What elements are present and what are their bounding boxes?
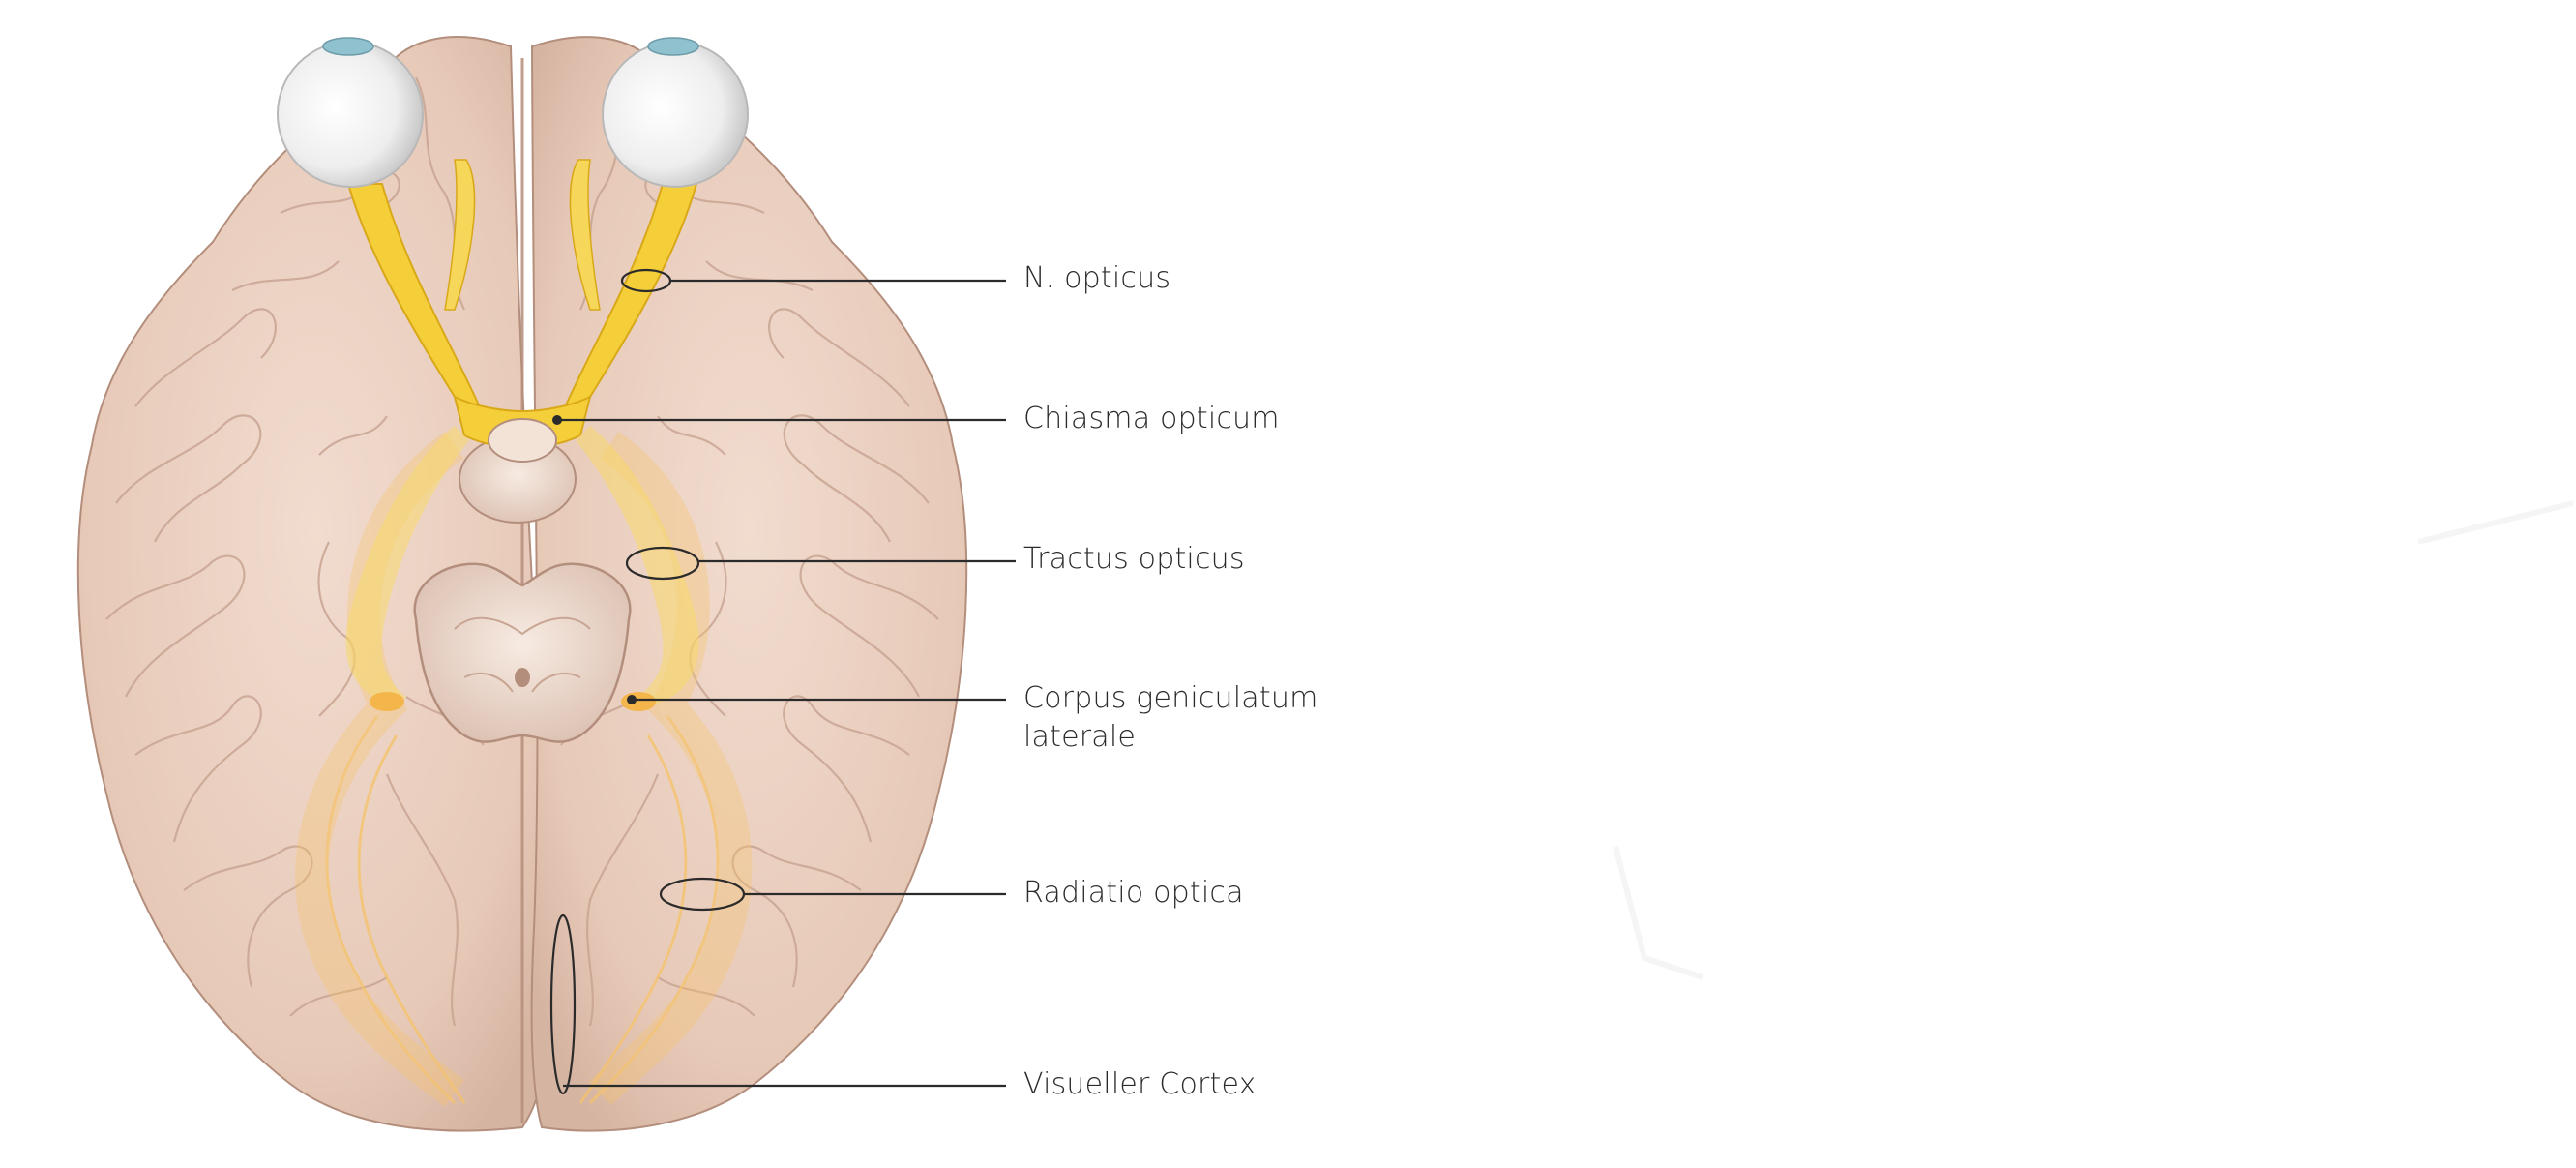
midbrain: [413, 434, 632, 743]
marker-cortex: [549, 913, 577, 1095]
leader-lines: [549, 268, 1016, 1095]
right-iris: [647, 37, 699, 56]
faint-artifacts: [1613, 500, 2574, 980]
eyeballs: [277, 37, 749, 188]
optic-pathway: [345, 159, 699, 706]
marker-tractus: [625, 546, 700, 581]
right-eyeball: [602, 41, 749, 188]
label-corpus-geniculatum-line2: laterale: [1023, 720, 1137, 754]
label-tractus-opticus: Tractus opticus: [1023, 540, 1245, 579]
label-radiatio-optica: Radiatio optica: [1023, 874, 1244, 913]
label-tractus-opticus-text: Tractus opticus: [1023, 542, 1245, 576]
right-optic-tract: [576, 426, 699, 706]
left-iris: [322, 37, 374, 56]
olfactory-left: [444, 159, 476, 311]
left-optic-tract: [345, 426, 469, 706]
label-visueller-cortex-text: Visueller Cortex: [1023, 1067, 1257, 1101]
label-chiasma-opticum-text: Chiasma opticum: [1023, 402, 1280, 435]
left-eyeball: [277, 41, 424, 188]
label-n-opticus-text: N. opticus: [1023, 261, 1171, 295]
olfactory-right: [569, 159, 601, 311]
label-chiasma-opticum: Chiasma opticum: [1023, 400, 1280, 438]
label-corpus-geniculatum: Corpus geniculatum laterale: [1023, 679, 1318, 757]
label-corpus-geniculatum-line1: Corpus geniculatum: [1023, 681, 1318, 715]
label-visueller-cortex: Visueller Cortex: [1023, 1065, 1257, 1104]
label-n-opticus: N. opticus: [1023, 259, 1170, 298]
label-radiatio-optica-text: Radiatio optica: [1023, 876, 1244, 910]
